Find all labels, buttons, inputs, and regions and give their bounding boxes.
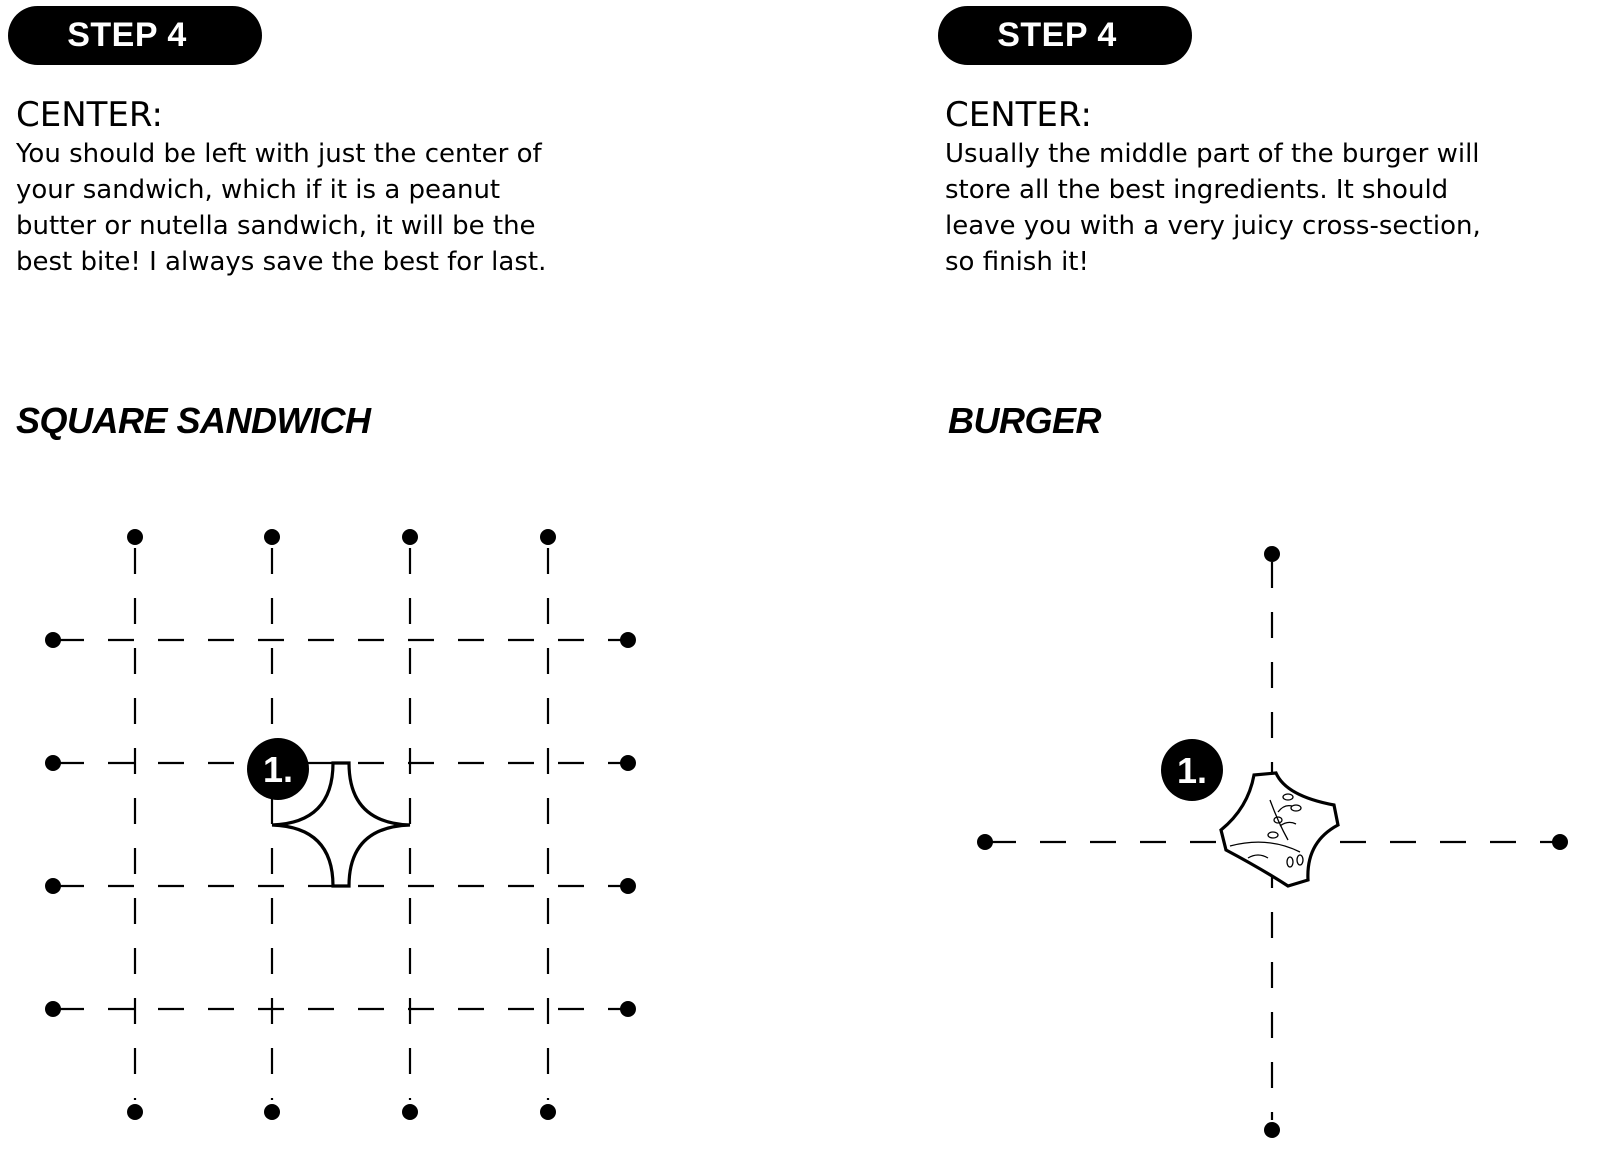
endpoint-dot xyxy=(540,529,556,545)
step-description: You should be left with just the center … xyxy=(16,139,547,277)
endpoint-dot xyxy=(45,1001,61,1017)
endpoint-dot xyxy=(620,632,636,648)
bite-number-circle xyxy=(247,738,309,800)
endpoint-dot xyxy=(45,755,61,771)
endpoint-dot xyxy=(264,529,280,545)
square-sandwich-panel: STEP 4 CENTER: You should be left with j… xyxy=(0,0,640,1161)
burger-filling-detail xyxy=(1229,793,1304,868)
endpoint-dot xyxy=(620,755,636,771)
endpoint-dot xyxy=(264,1104,280,1120)
horizontal-cut-lines xyxy=(58,638,626,1011)
cut-lines xyxy=(990,562,1553,1120)
bite-number: 1. xyxy=(1177,750,1207,791)
bite-number: 1. xyxy=(263,749,293,790)
endpoint-dot xyxy=(1264,546,1280,562)
endpoint-dot xyxy=(402,1104,418,1120)
endpoint-dot xyxy=(127,1104,143,1120)
cut-line-endpoints xyxy=(45,529,636,1120)
endpoint-dot xyxy=(620,1001,636,1017)
endpoint-dot xyxy=(977,834,993,850)
bite-number-circle xyxy=(1161,739,1223,801)
bite-number-badge: 1. xyxy=(1161,739,1223,801)
endpoint-dot xyxy=(1264,1122,1280,1138)
endpoint-dot xyxy=(620,878,636,894)
endpoint-dot xyxy=(127,529,143,545)
endpoint-dot xyxy=(402,529,418,545)
step-badge: STEP 4 xyxy=(8,6,262,65)
burger-center-piece xyxy=(1219,771,1340,888)
diagram-heading: BURGER xyxy=(948,400,1102,441)
burger-cut-diagram: 1. xyxy=(977,546,1568,1138)
section-title: CENTER: xyxy=(16,95,163,135)
endpoint-dot xyxy=(45,878,61,894)
step-label: STEP 4 xyxy=(997,16,1117,54)
endpoint-dot xyxy=(540,1104,556,1120)
step-label: STEP 4 xyxy=(67,16,187,54)
burger-panel: STEP 4 CENTER: Usually the middle part o… xyxy=(938,0,1588,1161)
square-sandwich-cut-diagram: 1. xyxy=(45,529,636,1120)
step-description: Usually the middle part of the burger wi… xyxy=(945,139,1481,277)
sandwich-center-piece xyxy=(271,761,411,888)
bite-number-badge: 1. xyxy=(247,738,309,800)
diagram-heading: SQUARE SANDWICH xyxy=(16,400,371,441)
section-title: CENTER: xyxy=(945,95,1092,135)
burger-center-outline xyxy=(1219,771,1340,888)
cut-line-endpoints xyxy=(977,546,1568,1138)
endpoint-dot xyxy=(45,632,61,648)
step-badge: STEP 4 xyxy=(938,6,1192,65)
endpoint-dot xyxy=(1552,834,1568,850)
